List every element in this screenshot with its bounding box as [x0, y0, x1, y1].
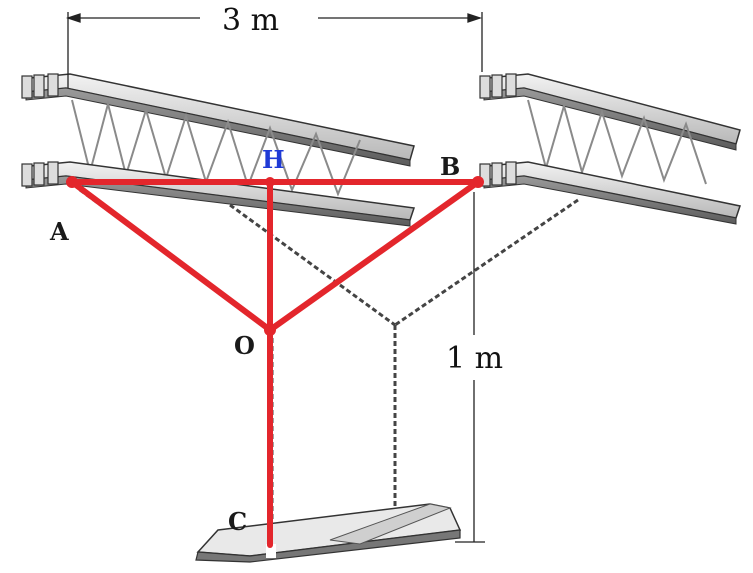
- chains: [79, 188, 579, 520]
- chain-left-to-second-junction: [229, 203, 396, 327]
- right-truss-top-chord: [479, 73, 741, 151]
- point-a-marker: [66, 176, 78, 188]
- dimension-height-label: 1 m: [446, 341, 503, 376]
- point-o-label: O: [234, 331, 255, 360]
- dimension-lines: [65, 12, 485, 543]
- right-truss-bottom-chord: [479, 161, 741, 225]
- right-truss-web: [527, 99, 707, 185]
- left-truss-bottom-chord: [21, 161, 415, 227]
- point-c-label: C: [228, 507, 247, 536]
- point-a-label: A: [49, 217, 69, 246]
- point-markers: [66, 176, 484, 336]
- point-o-marker: [264, 324, 276, 336]
- right-truss: [479, 73, 741, 225]
- line-bo: [267, 179, 481, 333]
- point-b-label: B: [440, 152, 460, 181]
- line-ao: [69, 179, 273, 333]
- red-geometry: [69, 179, 481, 548]
- concrete-slab: [195, 503, 462, 563]
- point-h-label: H: [262, 145, 285, 174]
- point-b-marker: [472, 176, 484, 188]
- left-truss: [21, 73, 415, 227]
- point-h-marker: [265, 177, 275, 187]
- chain-right-to-second-junction: [394, 198, 579, 327]
- dimension-span-label: 3 m: [222, 3, 279, 38]
